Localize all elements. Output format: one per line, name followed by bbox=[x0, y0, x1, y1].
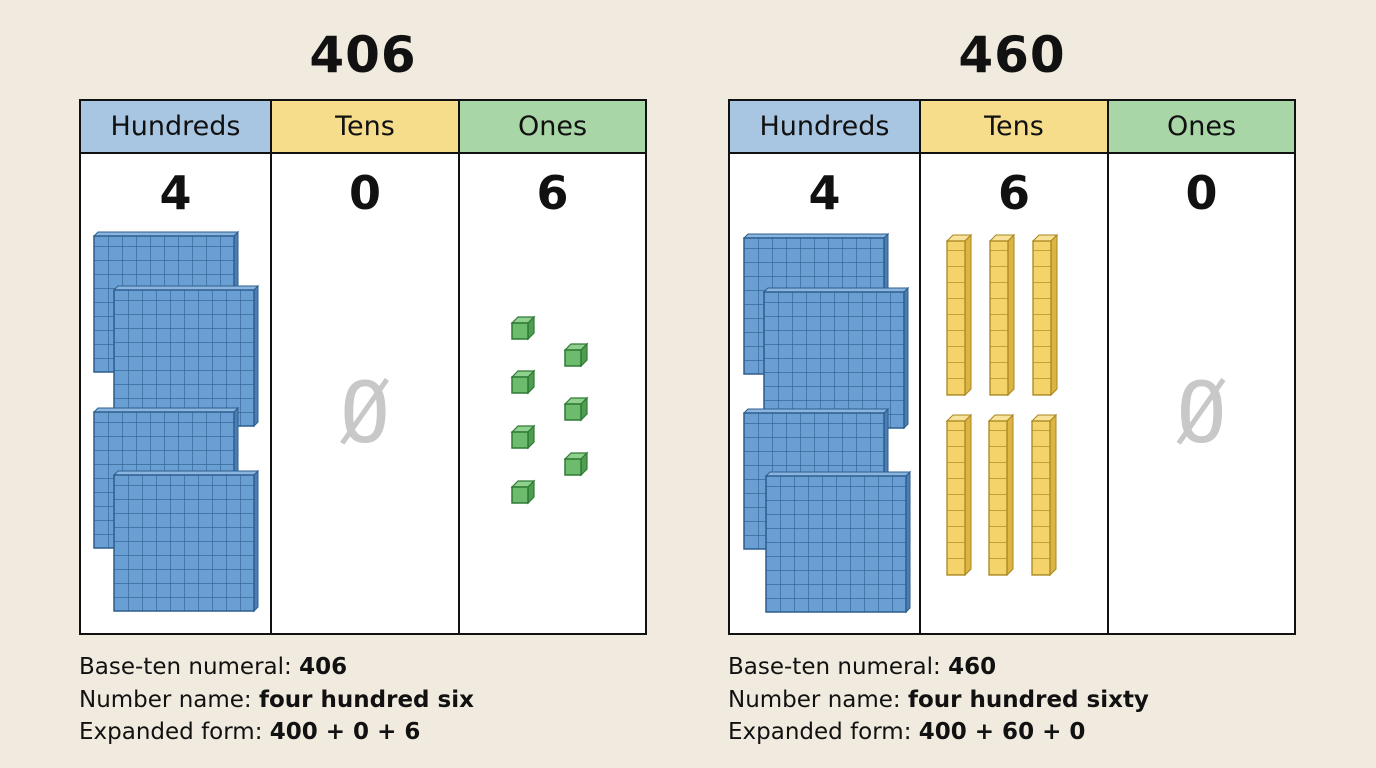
ones-cube-icon bbox=[511, 425, 535, 449]
hundreds-flat-icon bbox=[765, 471, 911, 613]
header-tens: Tens bbox=[919, 101, 1107, 154]
tens-rod-icon bbox=[988, 414, 1014, 576]
hundreds-column: 4 bbox=[81, 154, 270, 633]
number-title: 406 bbox=[309, 26, 417, 84]
ones-digit: 6 bbox=[536, 166, 569, 220]
header-hundreds: Hundreds bbox=[81, 101, 270, 154]
ones-column: 6 bbox=[458, 154, 645, 633]
panel-460: 460 Hundreds Tens Ones 4 6 0 Ø bbox=[728, 0, 1296, 768]
hundreds-flat-icon bbox=[113, 470, 259, 612]
header-ones: Ones bbox=[458, 101, 645, 154]
header-tens: Tens bbox=[270, 101, 458, 154]
place-value-chart: Hundreds Tens Ones 4 6 0 Ø bbox=[728, 99, 1296, 635]
place-value-chart: Hundreds Tens Ones 4 0 Ø 6 bbox=[79, 99, 647, 635]
tens-rod-icon bbox=[946, 234, 972, 396]
ones-column: 0 Ø bbox=[1107, 154, 1294, 633]
ones-cube-icon bbox=[564, 343, 588, 367]
empty-place-symbol: Ø bbox=[1176, 364, 1227, 462]
numeral-value: 406 bbox=[299, 654, 348, 680]
expanded-line: Expanded form: 400 + 0 + 6 bbox=[79, 719, 421, 745]
hundreds-flat-icon bbox=[763, 287, 909, 429]
tens-rod-icon bbox=[946, 414, 972, 576]
ones-cube-icon bbox=[511, 316, 535, 340]
tens-column: 0 Ø bbox=[270, 154, 458, 633]
tens-rod-icon bbox=[1031, 414, 1057, 576]
empty-place-symbol: Ø bbox=[339, 364, 391, 462]
hundreds-digit: 4 bbox=[159, 166, 192, 220]
number-name-value: four hundred sixty bbox=[908, 686, 1149, 713]
hundreds-column: 4 bbox=[730, 154, 919, 633]
ones-digit: 0 bbox=[1185, 166, 1218, 220]
numeral-value: 460 bbox=[948, 654, 997, 680]
hundreds-flat-icon bbox=[113, 285, 259, 427]
tens-rod-icon bbox=[1032, 234, 1058, 396]
number-title: 460 bbox=[958, 26, 1066, 84]
ones-cube-icon bbox=[564, 452, 588, 476]
tens-digit: 0 bbox=[348, 166, 381, 220]
header-hundreds: Hundreds bbox=[730, 101, 919, 154]
number-info: Base-ten numeral: 460 Number name: four … bbox=[728, 651, 1149, 749]
numeral-line: Base-ten numeral: 460 bbox=[728, 654, 997, 680]
expanded-form-value: 400 + 60 + 0 bbox=[918, 719, 1086, 745]
numeral-line: Base-ten numeral: 406 bbox=[79, 654, 348, 680]
panel-406: 406 Hundreds Tens Ones 4 0 Ø 6 bbox=[79, 0, 647, 768]
name-line: Number name: four hundred sixty bbox=[728, 686, 1149, 713]
tens-digit: 6 bbox=[997, 166, 1030, 220]
tens-rod-icon bbox=[989, 234, 1015, 396]
name-line: Number name: four hundred six bbox=[79, 686, 474, 713]
tens-column: 6 bbox=[919, 154, 1107, 633]
expanded-line: Expanded form: 400 + 60 + 0 bbox=[728, 719, 1086, 745]
expanded-form-value: 400 + 0 + 6 bbox=[269, 719, 421, 745]
header-ones: Ones bbox=[1107, 101, 1294, 154]
base-ten-blocks-406 bbox=[93, 231, 588, 612]
ones-cube-icon bbox=[511, 370, 535, 394]
number-info: Base-ten numeral: 406 Number name: four … bbox=[79, 651, 474, 749]
base-ten-blocks-460 bbox=[743, 233, 1058, 613]
ones-cube-icon bbox=[511, 480, 535, 504]
hundreds-digit: 4 bbox=[808, 166, 841, 220]
number-name-value: four hundred six bbox=[259, 686, 474, 713]
ones-cube-icon bbox=[564, 397, 588, 421]
